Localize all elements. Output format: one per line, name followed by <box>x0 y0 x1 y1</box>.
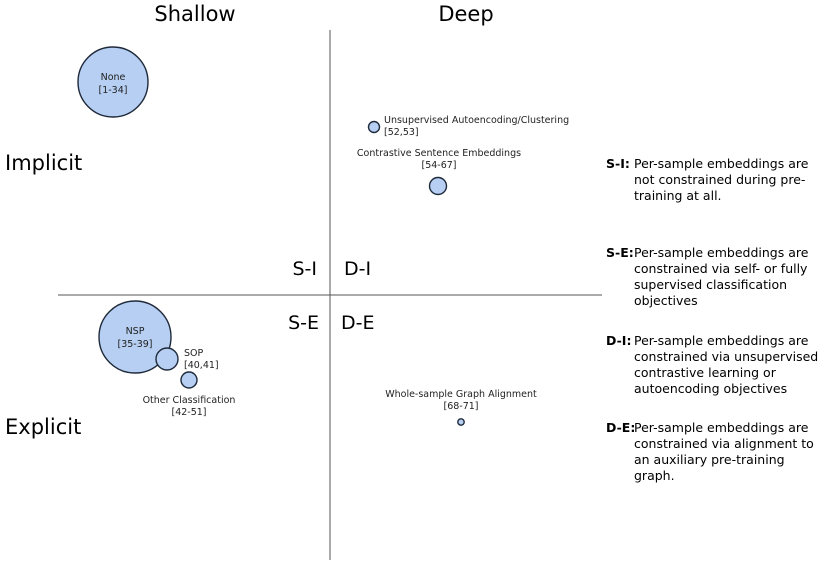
bubble-unsupervised <box>367 120 381 134</box>
legend-text-de: Per-sample embeddings are constrained vi… <box>634 420 814 483</box>
bubble-unsupervised-label: Unsupervised Autoencoding/Clustering <box>384 115 569 126</box>
legend-key-si: S-I: <box>606 156 630 171</box>
bubble-graph-alignment <box>457 418 465 426</box>
quadrant-label-se: S-E <box>288 312 319 334</box>
legend-key-se: S-E: <box>606 245 634 260</box>
header-deep: Deep <box>438 2 493 26</box>
legend-key-di: D-I: <box>606 333 632 348</box>
bubble-sop <box>155 347 179 371</box>
bubble-contrastive-refs: [54-67] <box>421 160 456 171</box>
legend-item-se: S-E: Per-sample embeddings are constrain… <box>606 245 828 309</box>
row-label-implicit: Implicit <box>5 151 82 175</box>
quadrant-label-de: D-E <box>341 312 375 334</box>
legend-text-si: Per-sample embeddings are not constraine… <box>634 156 809 203</box>
bubble-nsp-label: NSP <box>126 326 145 337</box>
legend-text-di: Per-sample embeddings are constrained vi… <box>634 333 819 396</box>
quadrant-label-si: S-I <box>292 258 317 280</box>
legend-item-de: D-E: Per-sample embeddings are constrain… <box>606 420 828 484</box>
bubble-none <box>77 46 149 118</box>
bubble-sop-refs: [40,41] <box>184 360 219 371</box>
bubble-unsupervised-refs: [52,53] <box>384 127 419 138</box>
bubble-nsp-refs: [35-39] <box>117 339 152 350</box>
bubble-other-refs: [42-51] <box>171 407 206 418</box>
bubble-other-classification <box>180 371 198 389</box>
bubble-contrastive <box>428 176 448 196</box>
bubble-graph-refs: [68-71] <box>443 401 478 412</box>
bubble-sop-label: SOP <box>184 348 204 359</box>
legend-item-si: S-I: Per-sample embeddings are not const… <box>606 156 828 204</box>
bubble-other-label: Other Classification <box>143 395 236 406</box>
bubble-none-label: None <box>101 72 126 83</box>
header-shallow: Shallow <box>154 2 235 26</box>
bubble-graph-label: Whole-sample Graph Alignment <box>385 389 537 400</box>
quadrant-label-di: D-I <box>344 258 371 280</box>
bubble-nsp <box>98 300 172 374</box>
bubble-contrastive-label: Contrastive Sentence Embeddings <box>357 148 521 159</box>
bubble-none-refs: [1-34] <box>99 85 128 96</box>
legend-text-se: Per-sample embeddings are constrained vi… <box>634 245 809 308</box>
row-label-explicit: Explicit <box>5 415 81 439</box>
legend-item-di: D-I: Per-sample embeddings are constrain… <box>606 333 828 397</box>
legend-key-de: D-E: <box>606 420 636 435</box>
